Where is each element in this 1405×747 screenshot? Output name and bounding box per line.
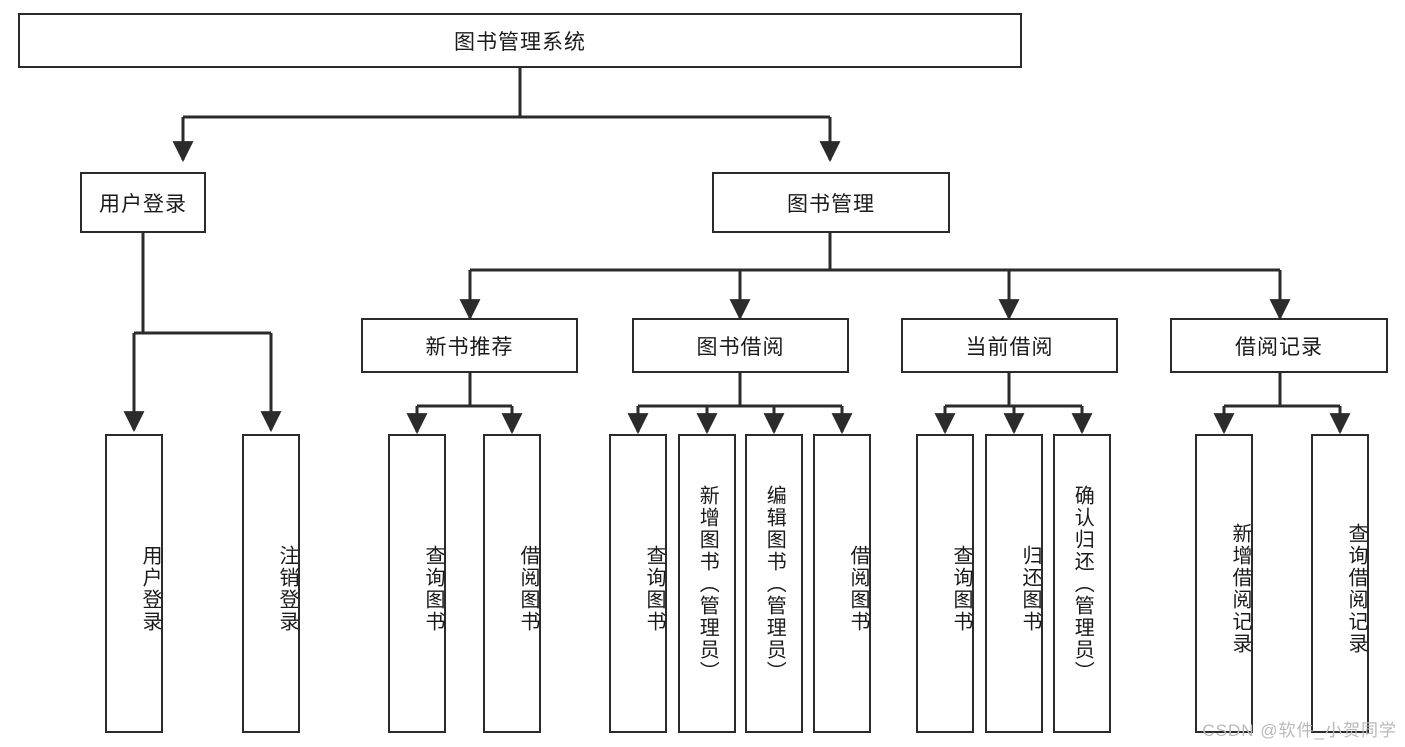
leaf-query-book-current[interactable]: 查询图书 — [916, 434, 974, 733]
leaf-query-book-borrow[interactable]: 查询图书 — [609, 434, 667, 733]
leaf-query-borrow-record[interactable]: 查询借阅记录 — [1311, 434, 1369, 733]
leaf-query-book-recommend[interactable]: 查询图书 — [388, 434, 446, 733]
leaf-add-book-admin[interactable]: 新增图书（管理员） — [678, 434, 736, 733]
node-new-book-recommend[interactable]: 新书推荐 — [361, 318, 578, 373]
leaf-edit-book-admin[interactable]: 编辑图书（管理员） — [745, 434, 803, 733]
leaf-add-borrow-record[interactable]: 新增借阅记录 — [1195, 434, 1253, 733]
node-book-management[interactable]: 图书管理 — [712, 172, 950, 233]
watermark-text: CSDN @软件_小贺同学 — [1202, 721, 1397, 740]
leaf-confirm-return-admin[interactable]: 确认归还（管理员） — [1053, 434, 1111, 733]
node-current-borrow[interactable]: 当前借阅 — [901, 318, 1118, 373]
node-borrow-record[interactable]: 借阅记录 — [1170, 318, 1388, 373]
leaf-user-login[interactable]: 用户登录 — [105, 434, 163, 733]
node-book-borrow[interactable]: 图书借阅 — [632, 318, 849, 373]
leaf-borrow-book[interactable]: 借阅图书 — [813, 434, 871, 733]
leaf-return-book[interactable]: 归还图书 — [985, 434, 1043, 733]
leaf-borrow-book-recommend[interactable]: 借阅图书 — [483, 434, 541, 733]
leaf-user-logout[interactable]: 注销登录 — [242, 434, 300, 733]
node-user-login[interactable]: 用户登录 — [80, 172, 206, 233]
node-root[interactable]: 图书管理系统 — [18, 13, 1022, 68]
